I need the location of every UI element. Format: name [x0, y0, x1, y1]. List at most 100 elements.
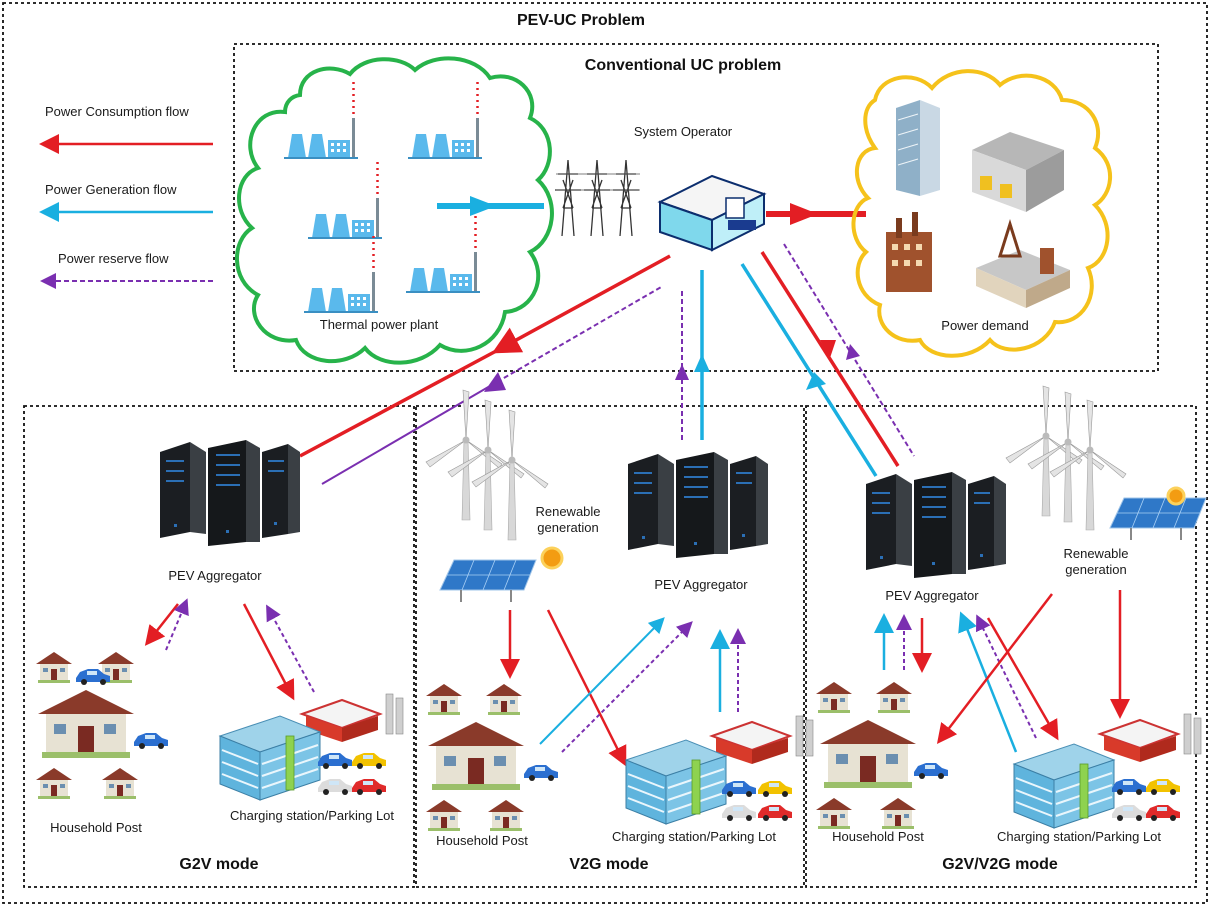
house-icon	[816, 798, 852, 829]
house-icon	[876, 682, 912, 713]
car-icon	[1112, 779, 1146, 795]
house-icon	[426, 800, 462, 831]
car-icon	[914, 763, 948, 779]
g2v-v2g-generation-arrowhead	[806, 372, 826, 390]
g2v-aggregator-server-icon	[160, 440, 300, 546]
house-icon	[36, 768, 72, 799]
warehouse-icon	[972, 132, 1064, 212]
v2g-solar-to-station-flow	[546, 609, 627, 767]
g2v-v2g-station-label: Charging station/Parking Lot	[996, 829, 1162, 844]
house-icon	[36, 652, 72, 683]
car-icon	[318, 753, 352, 769]
g2v-consumption-flow-tail	[299, 348, 499, 458]
g2v-aggregator-label: PEV Aggregator	[168, 568, 262, 583]
v2g-renewable-label: Renewable generation	[535, 504, 601, 535]
g2v-v2g-household-label: Household Post	[832, 829, 924, 844]
charging-canopy-icon	[711, 715, 814, 765]
thermal-plant-label: Thermal power plant	[319, 317, 439, 332]
g2v-reserve-flow-tail	[321, 385, 491, 485]
g2v-household-label: Household Post	[50, 820, 142, 835]
factory-icon	[886, 212, 932, 292]
g2v-v2g-renewable-label: Renewable generation	[1063, 546, 1129, 577]
skyscraper-icon	[896, 100, 940, 196]
g2v-v2g-aggregator-label: PEV Aggregator	[885, 588, 979, 603]
v2g-generation-arrowhead	[694, 354, 710, 372]
car-icon	[722, 805, 756, 821]
parking-garage-icon	[625, 739, 727, 825]
house-icon	[486, 684, 522, 715]
car-icon	[352, 753, 386, 769]
thermal-plant-icon	[306, 160, 384, 240]
thermal-plant-icon	[282, 80, 360, 160]
g2v-agg-to-station-flow	[242, 603, 295, 701]
g2v-mode-label: G2V mode	[179, 856, 259, 873]
pylon-icon	[554, 159, 582, 237]
sun-icon	[1166, 486, 1186, 506]
g2v-v2g-mode-label: G2V/V2G mode	[942, 856, 1058, 873]
g2v-v2g-station-generation-flow	[958, 611, 1018, 753]
demand-consumption-arrowhead	[790, 203, 818, 225]
g2v-agg-to-household-flow	[144, 603, 179, 646]
power-demand-label: Power demand	[941, 318, 1029, 333]
car-icon	[1112, 805, 1146, 821]
car-icon	[524, 765, 558, 781]
house-icon	[102, 768, 138, 799]
car-icon	[1146, 779, 1180, 795]
house-icon	[880, 798, 916, 829]
v2g-aggregator-server-icon	[628, 452, 768, 558]
g2v-v2g-aggregator-server-icon	[866, 472, 1006, 578]
g2v-v2g-reserve-arrowhead	[846, 344, 860, 360]
car-icon	[1146, 805, 1180, 821]
g2v-v2g-generation-flow	[740, 263, 878, 477]
parking-garage-icon	[219, 715, 321, 801]
g2v-reserve-arrowhead	[484, 372, 506, 392]
g2v-v2g-panel	[805, 405, 1197, 888]
pylon-icon	[583, 159, 611, 237]
system-operator-icon	[657, 174, 767, 252]
house-icon	[426, 684, 462, 715]
v2g-station-label: Charging station/Parking Lot	[611, 829, 777, 844]
v2g-household-label: Household Post	[436, 833, 528, 848]
v2g-household-generation-flow	[539, 617, 665, 745]
plant-generation-arrowhead	[470, 196, 496, 216]
thermal-plant-icon	[406, 80, 484, 160]
wind-turbine-icon	[1049, 399, 1127, 531]
v2g-household-reserve-flow	[561, 621, 693, 753]
legend-reserve-label: Power reserve flow	[58, 251, 169, 266]
v2g-aggregator-label: PEV Aggregator	[654, 577, 748, 592]
v2g-mode-label: V2G mode	[569, 856, 649, 873]
big-house-icon	[428, 722, 524, 790]
g2v-panel	[23, 405, 415, 888]
car-icon	[722, 781, 756, 797]
g2v-consumption-flow	[491, 254, 671, 354]
thermal-plant-icon	[404, 214, 482, 294]
system-operator-label: System Operator	[633, 124, 733, 139]
diagram-title: PEV-UC Problem	[516, 12, 646, 29]
car-icon	[352, 779, 386, 795]
car-icon	[134, 733, 168, 749]
thermal-plant-icon	[302, 234, 380, 314]
charging-canopy-icon	[1099, 713, 1202, 763]
thermal-plant-cloud	[235, 56, 554, 365]
car-icon	[318, 779, 352, 795]
g2v-household-reserve-flow	[165, 598, 189, 651]
legend-generation-label: Power Generation flow	[45, 182, 177, 197]
house-icon	[488, 800, 524, 831]
parking-garage-icon	[1013, 743, 1115, 829]
mine-plant-icon	[976, 218, 1070, 308]
big-house-icon	[820, 720, 916, 788]
solar-panel-icon	[1109, 497, 1207, 541]
sun-icon	[540, 546, 564, 570]
g2v-station-reserve-flow	[266, 604, 315, 693]
solar-panel-icon	[439, 559, 537, 603]
house-icon	[816, 682, 852, 713]
g2v-v2g-consumption-arrowhead	[820, 340, 836, 358]
v2g-panel	[415, 405, 805, 888]
car-icon	[758, 805, 792, 821]
g2v-reserve-flow	[489, 285, 664, 387]
g2v-v2g-renewable-to-household-flow	[936, 593, 1053, 744]
legend-consumption-label: Power Consumption flow	[45, 104, 189, 119]
v2g-reserve-arrowhead	[675, 364, 689, 380]
